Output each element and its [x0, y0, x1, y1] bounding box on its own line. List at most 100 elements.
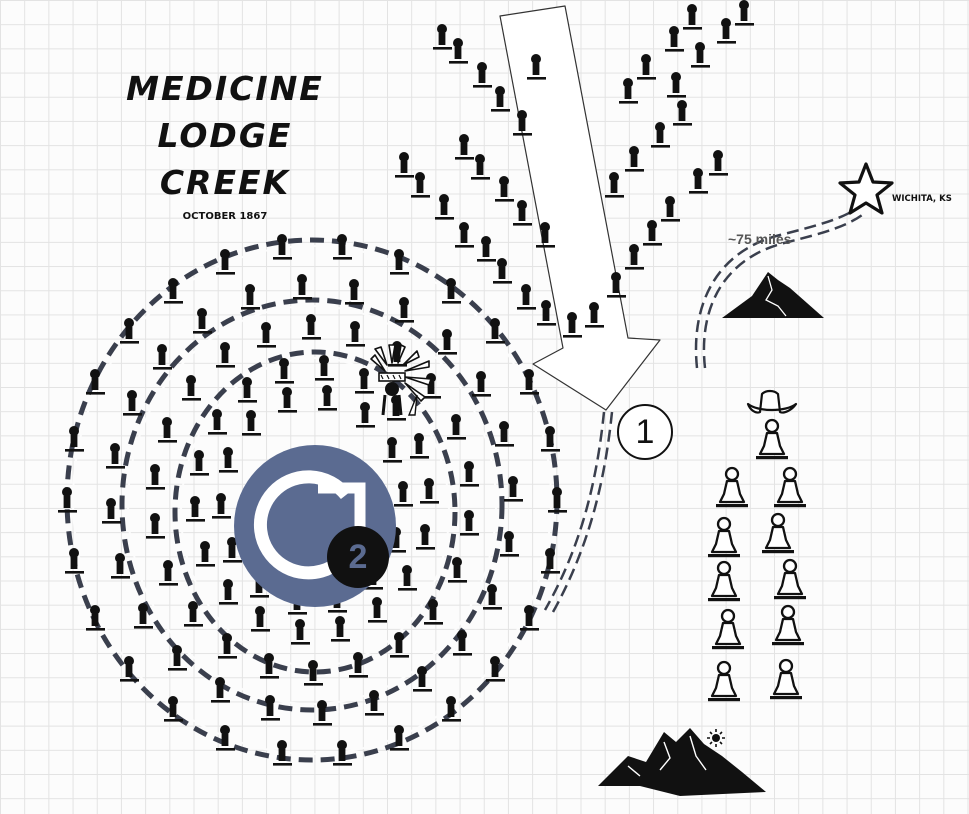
pawn-figure-icon: [455, 222, 474, 248]
down-arrow-icon: [499, 5, 661, 411]
pawn-figure-icon: [387, 395, 406, 421]
star-icon: [838, 162, 894, 215]
outlined-pawn-icon: [710, 608, 746, 651]
pawn-figure-icon: [123, 390, 142, 416]
pawn-figure-icon: [420, 478, 439, 504]
pawn-figure-icon: [293, 274, 312, 300]
pawn-figure-icon: [158, 417, 177, 443]
pawn-figure-icon: [513, 200, 532, 226]
pawn-figure-icon: [500, 531, 519, 557]
pawn-figure-icon: [356, 402, 375, 428]
title-line-1: MEDICINE: [126, 69, 324, 108]
pawn-figure-icon: [102, 498, 121, 524]
distance-label: ~75 miles: [728, 231, 792, 247]
headdress-icon: [370, 344, 432, 416]
pawn-figure-icon: [460, 510, 479, 536]
pawn-figure-icon: [517, 284, 536, 310]
cycle-badge[interactable]: [234, 445, 396, 607]
pawn-figure-icon: [278, 387, 297, 413]
pawn-figure-icon: [605, 172, 624, 198]
pawn-figure-icon: [251, 606, 270, 632]
pawn-figure-icon: [637, 54, 656, 80]
pawn-figure-icon: [447, 414, 466, 440]
pawn-figure-icon: [216, 342, 235, 368]
pawn-figure-icon: [275, 358, 294, 384]
outlined-pawn-icon: [772, 466, 808, 509]
pawn-figure-icon: [242, 410, 261, 436]
pawn-figure-icon: [460, 461, 479, 487]
pawn-figure-icon: [395, 152, 414, 178]
mountain-range-icon: [598, 728, 766, 796]
pawn-figure-icon: [493, 258, 512, 284]
pawn-figure-icon: [435, 194, 454, 220]
pawn-figure-icon: [537, 300, 556, 326]
pawn-figure-icon: [398, 565, 417, 591]
pawn-figure-icon: [182, 375, 201, 401]
step-one-marker[interactable]: [617, 404, 673, 460]
pawn-figure-icon: [186, 496, 205, 522]
pawn-figure-icon: [683, 4, 702, 30]
pawn-figure-icon: [455, 134, 474, 160]
pawn-figure-icon: [651, 122, 670, 148]
pawn-figure-icon: [619, 78, 638, 104]
pawn-figure-icon: [643, 220, 662, 246]
pawn-figure-icon: [219, 579, 238, 605]
pawn-figure-icon: [208, 409, 227, 435]
pawn-figure-icon: [472, 371, 491, 397]
mountain-icon: [722, 272, 824, 318]
pawn-figure-icon: [106, 443, 125, 469]
outlined-pawn-icon: [706, 660, 742, 703]
pawn-figure-icon: [424, 599, 443, 625]
wichita-trail: [694, 204, 867, 369]
pawn-figure-icon: [146, 513, 165, 539]
pawn-figure-icon: [416, 524, 435, 550]
pawn-figure-icon: [159, 560, 178, 586]
pawn-figure-icon: [495, 421, 514, 447]
outlined-pawn-icon: [768, 658, 804, 701]
pawn-figure-icon: [473, 62, 492, 88]
event-date: OCTOBER 1867: [182, 211, 268, 222]
outlined-pawn-icon: [714, 466, 750, 509]
sun-icon: [707, 729, 725, 747]
pawn-figure-icon: [717, 18, 736, 44]
pawn-figure-icon: [383, 437, 402, 463]
army-column: [706, 466, 808, 703]
pawn-figure-icon: [483, 584, 502, 610]
outlined-pawn-icon: [770, 604, 806, 647]
pawn-figure-icon: [164, 278, 183, 304]
pawn-figure-icon: [410, 433, 429, 459]
cavalry-leader: [746, 389, 798, 461]
pawn-figure-icon: [504, 476, 523, 502]
pawn-figure-icon: [111, 553, 130, 579]
pawn-figure-icon: [261, 695, 280, 721]
pawn-figure-icon: [238, 377, 257, 403]
pawn-figure-icon: [438, 329, 457, 355]
pawn-figure-icon: [346, 321, 365, 347]
pawn-figure-icon: [709, 150, 728, 176]
pawn-figure-icon: [673, 100, 692, 126]
pawn-figure-icon: [433, 24, 452, 50]
title-line-3: CREEK: [159, 163, 291, 202]
pawn-figure-icon: [212, 493, 231, 519]
pawn-figure-icon: [190, 450, 209, 476]
pawn-figure-icon: [422, 373, 441, 399]
pawn-figure-icon: [661, 196, 680, 222]
pawn-figure-icon: [477, 236, 496, 262]
approach-trail: [543, 411, 614, 613]
pawn-figure-icon: [395, 297, 414, 323]
pawn-figure-icon: [665, 26, 684, 52]
pawn-figure-icon: [691, 42, 710, 68]
pawn-figure-icon: [625, 244, 644, 270]
pawn-figure-icon: [449, 38, 468, 64]
pawn-figure-icon: [368, 597, 387, 623]
pawn-figure-icon: [735, 0, 754, 26]
pawn-figure-icon: [134, 603, 153, 629]
pawn-figure-icon: [345, 279, 364, 305]
pawn-figure-icon: [394, 481, 413, 507]
pawn-figure-icon: [453, 630, 472, 656]
pawn-figure-icon: [257, 322, 276, 348]
pawn-figure-icon: [495, 176, 514, 202]
outlined-pawn-icon: [706, 516, 742, 559]
pawn-figure-icon: [689, 168, 708, 194]
